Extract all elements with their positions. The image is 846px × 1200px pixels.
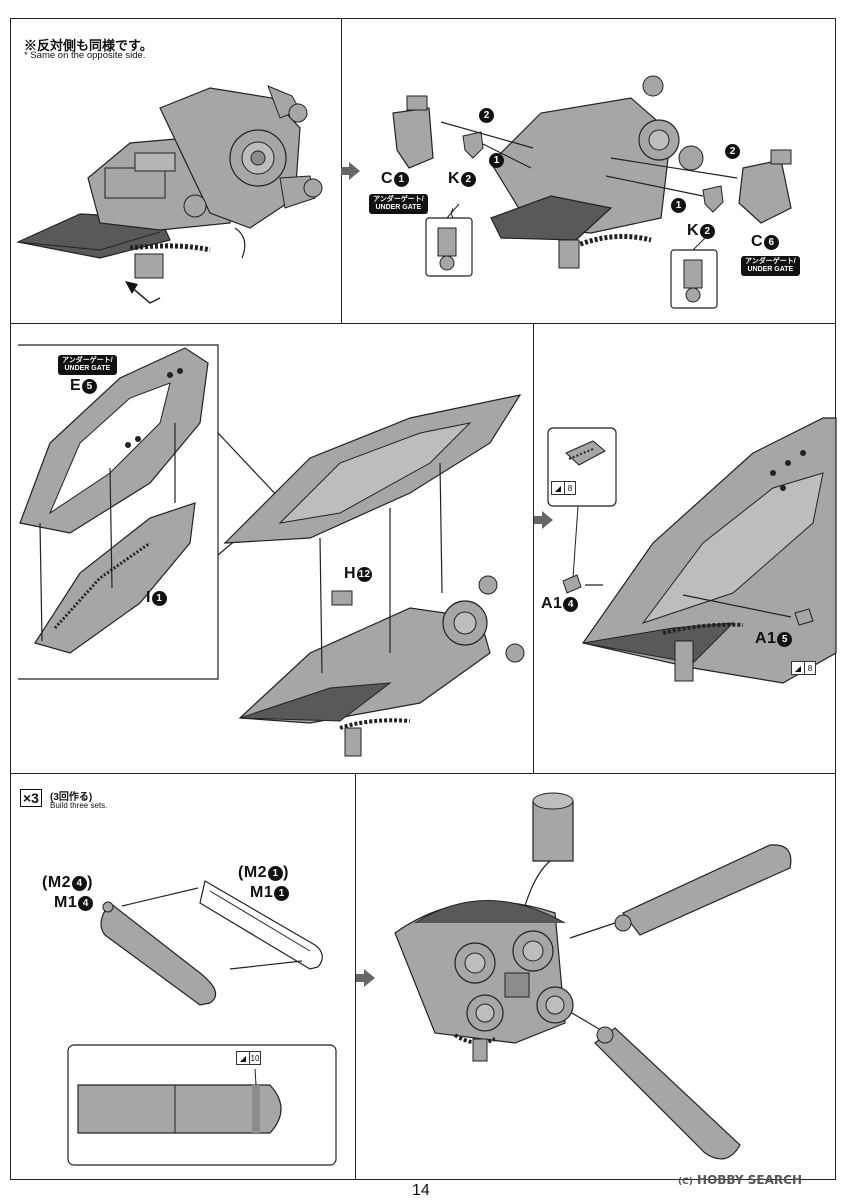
step-arrow-1 [341,162,360,180]
build-count-ja: (3回作る) [50,792,93,803]
note-ja: ※反対側も同様です。 [24,38,153,53]
divider-col-row2 [533,323,534,773]
nipper-icon: ◢ [554,483,562,493]
under-gate-badge-c1: アンダーゲート/UNDER GATE [369,194,428,214]
sequence-2-right: 2 [725,144,740,159]
sequence-1-right: 1 [671,198,686,213]
tank-assembly-illustration [67,880,337,1166]
step-arrow-3 [356,969,375,987]
nipper-icon: ◢ [794,663,802,673]
note-en: * Same on the opposite side. [24,50,146,61]
page-number: 14 [412,1182,430,1199]
nose-detail-illustration [547,417,837,684]
under-gate-badge-e5: アンダーゲート/UNDER GATE [58,355,117,375]
rear-thruster-illustration [394,792,792,1160]
nipper-icon: ◢ [239,1053,247,1063]
tool-ref-box-tank: ◢ 10 [236,1051,261,1065]
panel-step6 [355,773,836,1180]
copyright-mark: (C) [678,1177,693,1187]
build-count-badge: ×3 [20,789,42,807]
build-count-en: Build three sets. [50,801,108,810]
step-arrow-2 [534,511,553,529]
sequence-2-left: 2 [479,108,494,123]
tool-ref-box-bottom: ◢ 8 [791,661,816,675]
panel-step1: ※反対側も同様です。 * Same on the opposite side. [10,18,341,323]
ship-body-illustration [16,85,323,304]
divider-col-row3 [355,773,356,1180]
divider-row1 [10,323,836,324]
tool-ref-box-top: ◢ 8 [551,481,576,495]
sequence-1-left: 1 [489,153,504,168]
divider-row2 [10,773,836,774]
subassembly-frame [18,344,525,757]
under-gate-badge-c6: アンダーゲート/UNDER GATE [741,256,800,276]
side-parts-illustration [392,75,792,309]
watermark: (C) HOBBY SEARCH [678,1173,802,1187]
